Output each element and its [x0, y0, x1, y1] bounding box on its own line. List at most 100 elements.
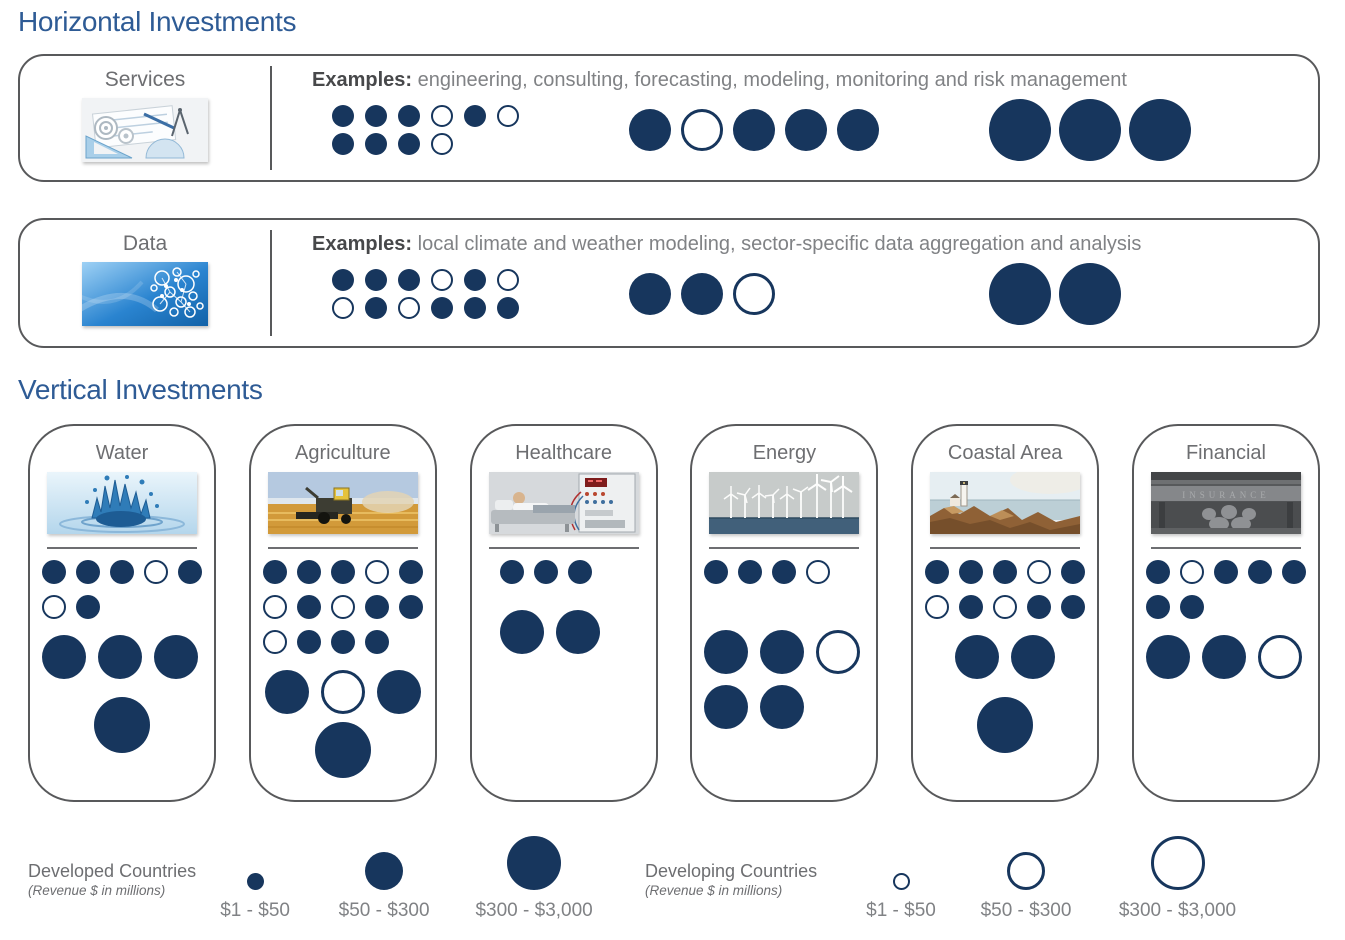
legend-size-large: $300 - $3,000: [454, 830, 614, 922]
vertical-investments-title: Vertical Investments: [18, 374, 263, 405]
open-dot: [431, 105, 453, 127]
divider: [47, 547, 197, 549]
services-examples: Examples: engineering, consulting, forec…: [312, 68, 1318, 92]
legend-title: Developing Countries: [645, 861, 818, 881]
dot-row: [263, 722, 423, 778]
data-network-image: [82, 262, 208, 326]
filled-dot: [738, 560, 763, 584]
filled-dot: [1061, 595, 1086, 619]
filled-dot: [499, 560, 524, 584]
dot-row: [42, 697, 202, 753]
financial-column: Financial INSURANCE: [1131, 424, 1320, 802]
data-examples: Examples: local climate and weather mode…: [312, 232, 1318, 256]
filled-dot: [567, 560, 592, 584]
filled-dot: [785, 109, 827, 151]
services-dot-groups: [332, 99, 1318, 161]
legend-subtitle: (Revenue $ in millions): [28, 883, 166, 898]
filled-dot: [296, 595, 321, 619]
filled-dot: [246, 873, 264, 890]
open-dot: [733, 273, 775, 315]
filled-dot: [431, 297, 453, 319]
open-dot: [262, 595, 287, 619]
size-range-label: $300 - $3,000: [475, 900, 593, 921]
filled-dot: [704, 685, 749, 729]
open-dot: [1179, 560, 1204, 584]
dot-row: [704, 630, 864, 674]
filled-dot: [760, 685, 805, 729]
divider: [930, 547, 1081, 549]
filled-dot: [1179, 595, 1204, 619]
dot-row: [263, 670, 423, 714]
filled-dot: [364, 630, 389, 654]
dot-row: [704, 560, 864, 584]
filled-dot: [76, 560, 100, 584]
filled-dot: [1027, 595, 1052, 619]
open-dot: [1257, 635, 1302, 679]
legend-size-medium: $50 - $300: [957, 830, 1095, 922]
services-label: Services: [104, 68, 186, 91]
filled-dot: [1129, 99, 1191, 161]
coastal-area-label: Coastal Area: [947, 442, 1063, 464]
divider: [1150, 547, 1301, 549]
filled-dot: [959, 595, 984, 619]
open-dot: [332, 297, 354, 319]
dot-row: [925, 635, 1085, 679]
filled-dot: [98, 635, 142, 679]
legend-title: Developed Countries: [28, 861, 197, 881]
open-dot: [42, 595, 66, 619]
agriculture-column: Agriculture: [248, 424, 437, 802]
filled-dot: [760, 630, 805, 674]
filled-dot: [330, 630, 355, 654]
filled-dot: [925, 560, 950, 584]
filled-dot: [365, 105, 387, 127]
filled-dot: [365, 269, 387, 291]
data-header: Data: [20, 220, 270, 346]
filled-dot: [555, 610, 600, 654]
small-dot-group: [332, 269, 519, 319]
filled-dot: [837, 109, 879, 151]
filled-dot: [398, 105, 420, 127]
filled-dot: [1061, 560, 1086, 584]
filled-dot: [42, 635, 86, 679]
filled-dot: [262, 560, 287, 584]
coastal-area-column: Coastal Area: [911, 424, 1100, 802]
filled-dot: [1281, 560, 1306, 584]
filled-dot: [332, 133, 354, 155]
open-dot: [816, 630, 861, 674]
medium-dot-group: [629, 273, 879, 315]
dot-row: [332, 105, 519, 127]
filled-dot: [464, 297, 486, 319]
filled-dot: [1247, 560, 1272, 584]
filled-dot: [1059, 99, 1121, 161]
filled-dot: [464, 269, 486, 291]
examples-prefix: Examples:: [312, 233, 413, 255]
divider: [488, 547, 639, 549]
filled-dot: [364, 595, 389, 619]
dot-row: [262, 595, 423, 619]
open-dot: [144, 560, 168, 584]
examples-text: engineering, consulting, forecasting, mo…: [417, 69, 1127, 91]
open-dot: [1150, 836, 1205, 890]
filled-dot: [464, 105, 486, 127]
filled-dot: [110, 560, 134, 584]
filled-dot: [398, 133, 420, 155]
filled-dot: [365, 297, 387, 319]
filled-dot: [398, 269, 420, 291]
data-content: Examples: local climate and weather mode…: [272, 220, 1318, 346]
filled-dot: [629, 109, 671, 151]
size-range-label: $50 - $300: [338, 900, 430, 921]
dot-row: [262, 560, 423, 584]
energy-column: Energy: [690, 424, 879, 802]
dot-row: [332, 269, 519, 291]
dot-row: [484, 610, 644, 654]
filled-dot: [314, 722, 371, 778]
filled-dot: [1213, 560, 1238, 584]
legend-size-small: $1 - $50: [845, 830, 957, 922]
dot-row: [1145, 595, 1306, 619]
divider: [270, 230, 272, 336]
filled-dot: [1059, 263, 1121, 325]
open-dot: [892, 873, 910, 890]
lighthouse-coast-image: [930, 472, 1081, 534]
open-dot: [320, 670, 365, 714]
size-range-label: $50 - $300: [980, 900, 1072, 921]
